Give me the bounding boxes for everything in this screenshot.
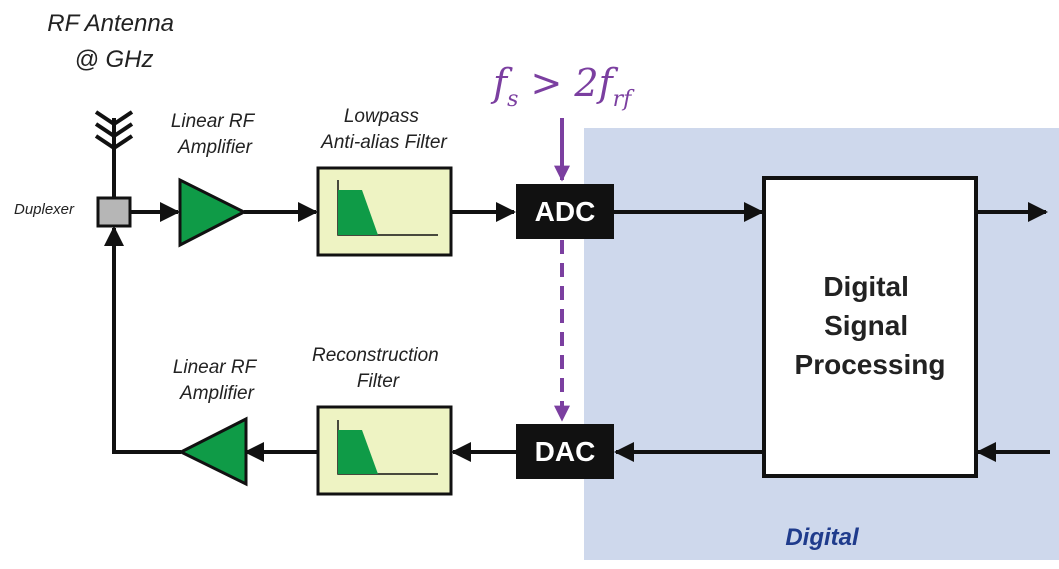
duplexer-block [96, 196, 132, 228]
lower-amplifier-icon [177, 416, 248, 487]
duplexer-label: Duplexer [14, 201, 75, 218]
lowpass-filter-block [316, 166, 453, 257]
filter-response-icon [338, 190, 378, 235]
signal-arrow [104, 226, 181, 454]
dsp-label: Digital Signal Processing [795, 271, 946, 380]
lower-amplifier-label: Linear RF Amplifier [173, 357, 261, 404]
adc-block: ADC [516, 184, 614, 239]
dsp-block: Digital Signal Processing [762, 176, 978, 478]
upper-amplifier-icon [178, 177, 248, 248]
reconstruction-filter-label: Reconstruction Filter [312, 345, 444, 392]
antenna-label: RF Antenna @ GHz [47, 10, 180, 73]
antenna-icon [94, 110, 134, 198]
digital-region-label: Digital [785, 524, 860, 551]
upper-amplifier-label: Linear RF Amplifier [171, 111, 259, 158]
sampling-rate-equation: fs > 2frf [490, 61, 635, 112]
dac-label: DAC [535, 436, 596, 467]
reconstruction-filter-block [316, 405, 453, 496]
adc-label: ADC [535, 196, 596, 227]
lowpass-filter-label: Lowpass Anti-alias Filter [320, 106, 447, 153]
dac-block: DAC [516, 424, 614, 479]
filter-response-icon [338, 430, 378, 474]
